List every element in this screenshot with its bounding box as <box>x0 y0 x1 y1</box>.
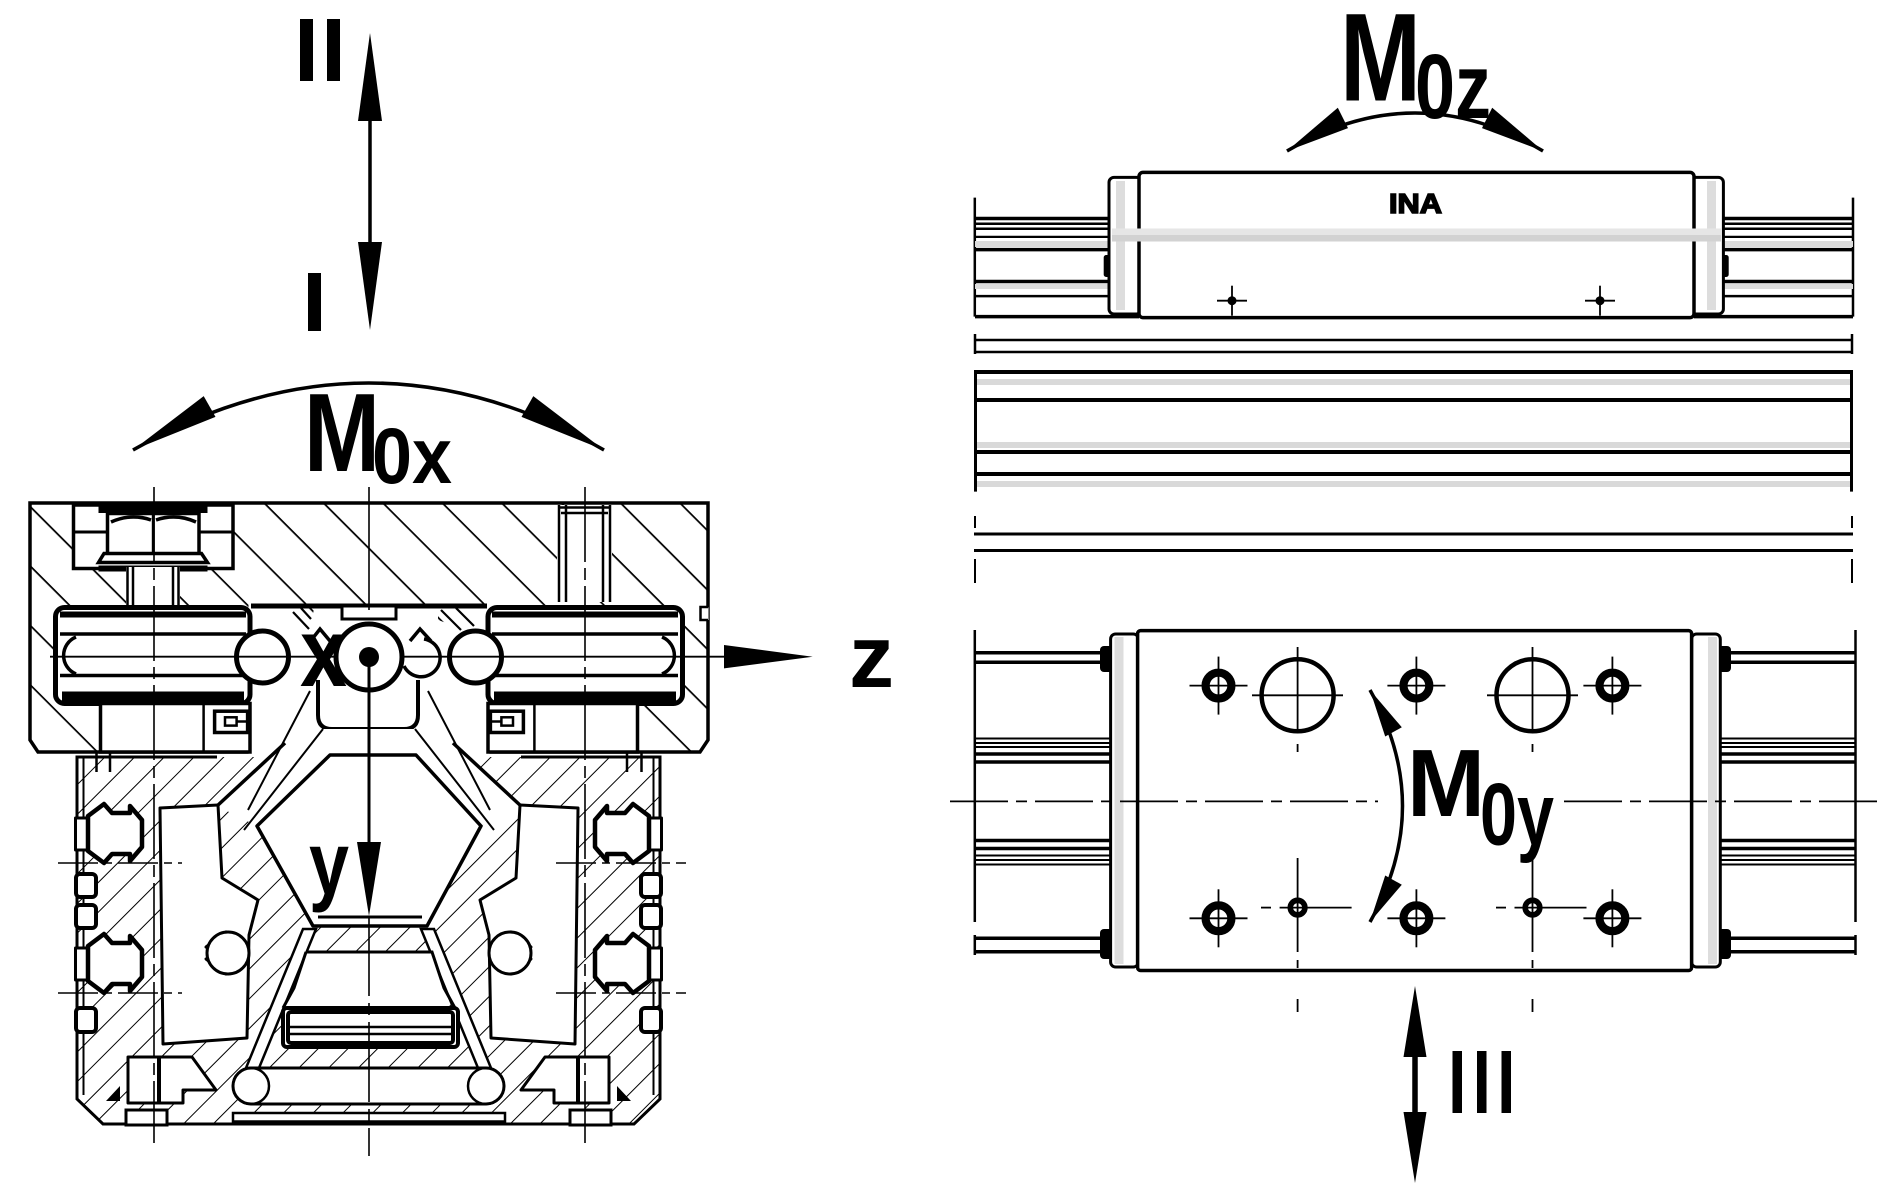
svg-text:INA: INA <box>1389 188 1442 219</box>
svg-text:M: M <box>304 371 380 495</box>
svg-text:y: y <box>309 813 349 913</box>
svg-text:0y: 0y <box>1480 764 1554 863</box>
svg-text:0x: 0x <box>372 411 452 500</box>
svg-text:z: z <box>849 607 894 706</box>
svg-text:M: M <box>1340 0 1421 128</box>
svg-text:M: M <box>1407 730 1485 837</box>
svg-text:x: x <box>300 598 347 707</box>
